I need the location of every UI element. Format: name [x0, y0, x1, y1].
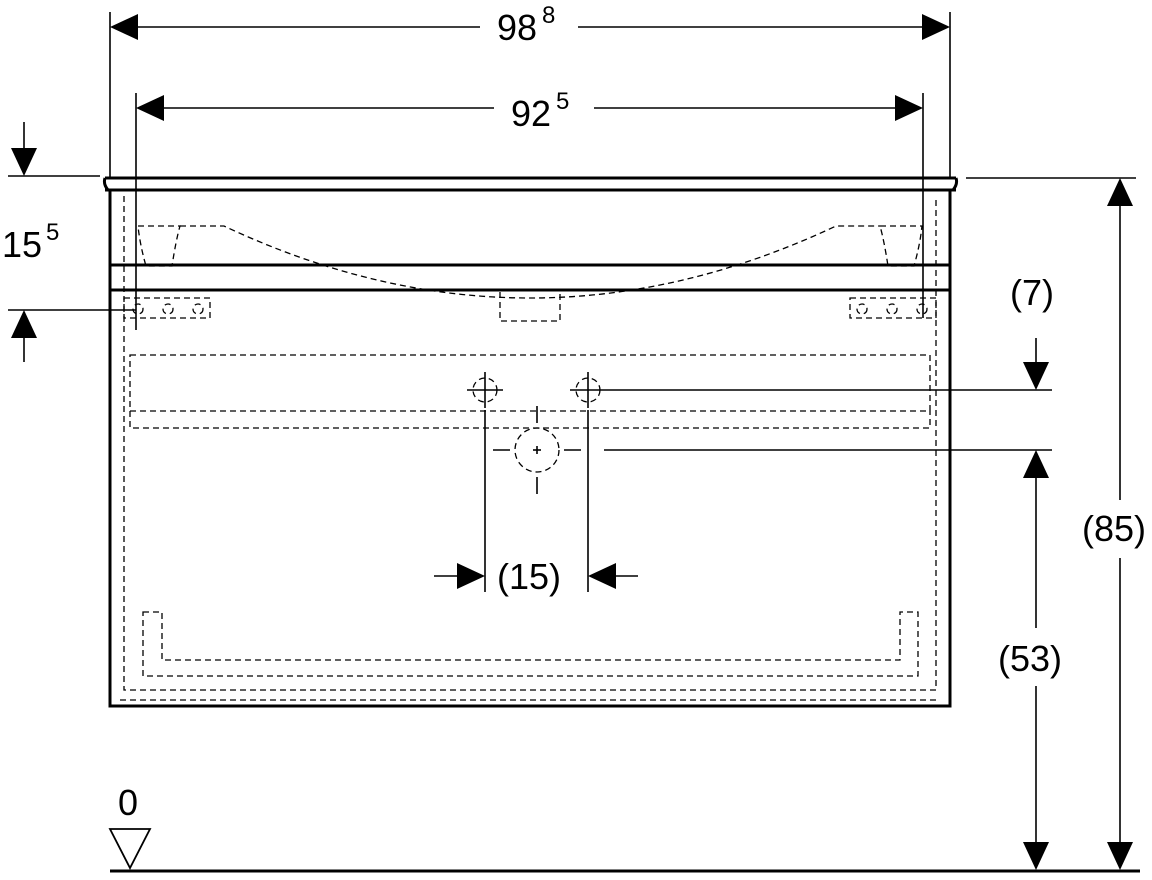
arrow-down	[1023, 842, 1049, 870]
floor-level-value: 0	[118, 782, 138, 823]
arrow-up	[1023, 450, 1049, 478]
dimension-total-height: (85)	[966, 177, 1146, 870]
arrow-left	[136, 95, 164, 121]
top-thickness-sup: 5	[46, 219, 59, 246]
basin-drain	[499, 292, 561, 322]
cabinet	[102, 176, 959, 708]
floor-level: 0	[108, 782, 1140, 873]
drawer-lower	[129, 411, 931, 429]
overall-width-value: 98	[497, 7, 537, 48]
bracket-right	[849, 297, 937, 319]
inner-width-value: 92	[511, 93, 551, 134]
dimension-drain-height: (53)	[604, 449, 1062, 870]
arrow-up	[1107, 178, 1133, 206]
dimension-overall-width: 98 8	[109, 2, 951, 178]
upper-offset-value: (7)	[1010, 272, 1054, 313]
drain-height-value: (53)	[998, 638, 1062, 679]
dimension-tap-spacing: (15)	[434, 410, 638, 597]
bracket-left-hole-1	[132, 303, 144, 315]
cabinet-inner-outline	[123, 196, 937, 691]
bracket-right-hole-2	[886, 303, 898, 315]
bracket-right-hole-1	[856, 303, 868, 315]
inner-width-sup: 5	[556, 88, 569, 115]
connections	[467, 372, 606, 494]
bracket-right-hole-3	[916, 303, 928, 315]
arrow-left	[110, 14, 138, 40]
arrow-right	[922, 14, 950, 40]
overall-width-sup: 8	[542, 2, 555, 29]
dimension-upper-offset: (7)	[606, 272, 1054, 391]
arrow-left	[588, 563, 616, 589]
total-height-value: (85)	[1082, 508, 1146, 549]
bracket-left-hole-3	[192, 303, 204, 315]
basin-bowl	[180, 225, 880, 299]
arrow-down	[1023, 362, 1049, 390]
tap-spacing-value: (15)	[497, 556, 561, 597]
arrow-down	[11, 148, 37, 176]
drain-connection-circle	[514, 427, 560, 473]
basin-left-edge	[137, 225, 181, 267]
basin-right-edge	[879, 225, 923, 267]
bracket-left	[123, 297, 211, 319]
dimension-top-thickness: 15 5	[2, 122, 136, 362]
drawer-upper	[129, 354, 931, 412]
arrow-right	[895, 95, 923, 121]
countertop	[102, 176, 959, 192]
top-thickness-value: 15	[2, 224, 42, 265]
level-marker-icon	[108, 828, 152, 870]
arrow-up	[11, 310, 37, 338]
cabinet-body	[108, 188, 952, 708]
arrow-down	[1107, 842, 1133, 870]
arrow-right	[457, 563, 485, 589]
bottom-tray	[142, 611, 919, 677]
bracket-left-hole-2	[162, 303, 174, 315]
dimension-inner-width: 92 5	[135, 88, 924, 330]
